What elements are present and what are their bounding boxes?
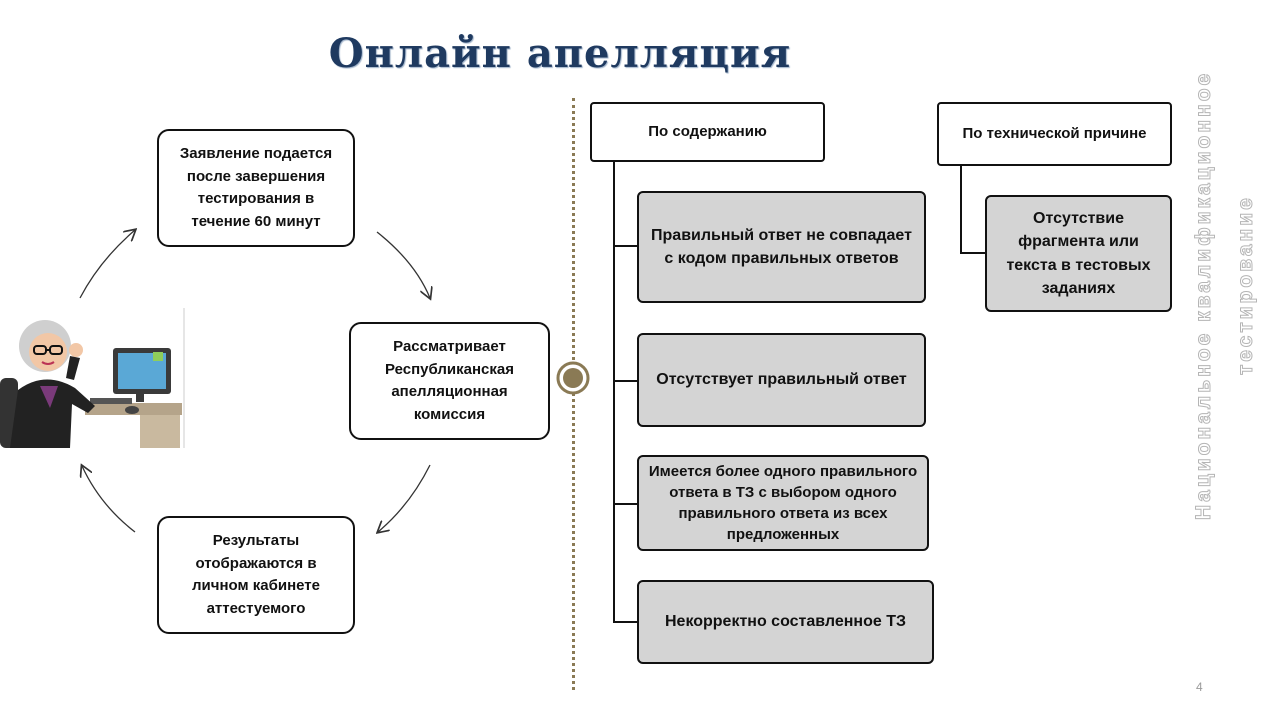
page-number: 4 <box>1196 680 1203 694</box>
side-text-line2: тестирование <box>1234 195 1258 376</box>
cycle-step-results: Результаты отображаются в личном кабинет… <box>157 516 355 634</box>
cycle-arrow <box>79 230 135 299</box>
content-reason-item: Имеется более одного правильного ответа … <box>637 455 929 551</box>
cycle-arrow <box>378 464 431 532</box>
cycle-step-commission-review: Рассматривает Республиканская апелляцион… <box>349 322 550 440</box>
cycle-arrow <box>82 466 136 533</box>
cycle-step-submission: Заявление подается после завершения тест… <box>157 129 355 247</box>
content-reasons-header: По содержанию <box>590 102 825 162</box>
content-tree-trunk <box>613 162 615 622</box>
technical-tree-branch <box>960 252 986 254</box>
technical-reasons-header: По технической причине <box>937 102 1172 166</box>
content-tree-branch <box>613 380 638 382</box>
content-tree-branch <box>613 245 638 247</box>
content-reason-item: Некорректно составленное ТЗ <box>637 580 934 664</box>
teacher-at-computer-illustration <box>0 308 186 448</box>
circle-marker <box>556 361 590 395</box>
cycle-arrow <box>376 231 430 298</box>
content-tree-branch <box>613 621 638 623</box>
side-text-line1: Национальное квалификационное <box>1192 70 1216 520</box>
technical-reason-item: Отсутствие фрагмента или текста в тестов… <box>985 195 1172 312</box>
page-title: Онлайн апелляция <box>328 30 792 77</box>
content-reason-item: Правильный ответ не совпадает с кодом пр… <box>637 191 926 303</box>
content-tree-branch <box>613 503 638 505</box>
content-reason-item: Отсутствует правильный ответ <box>637 333 926 427</box>
technical-tree-trunk <box>960 166 962 254</box>
